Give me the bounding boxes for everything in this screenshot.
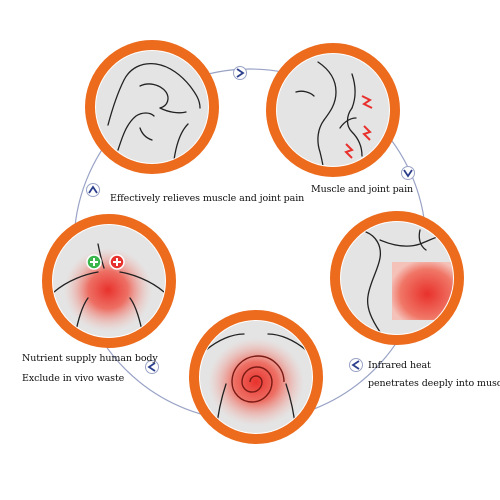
heat-spiral-icon bbox=[189, 310, 323, 444]
nutrient-shoulders-icon bbox=[42, 214, 176, 348]
stretching-upper-body-icon bbox=[85, 40, 219, 174]
caption-pain: Muscle and joint pain bbox=[311, 184, 414, 195]
lower-back-pain-icon bbox=[266, 43, 400, 177]
caption-infrared-1: Infrared heat bbox=[368, 360, 431, 371]
green-plus-icon bbox=[86, 254, 102, 270]
caption-relief: Effectively relieves muscle and joint pa… bbox=[110, 193, 305, 204]
bottom-left-arrow-icon bbox=[145, 360, 159, 374]
back-heat-patch-icon bbox=[330, 211, 464, 345]
left-arrow-icon bbox=[86, 183, 100, 197]
caption-nutrient-2: Exclude in vivo waste bbox=[22, 373, 125, 384]
top-arrow-icon bbox=[233, 66, 247, 80]
bottom-right-arrow-icon bbox=[349, 358, 363, 372]
caption-infrared-2: penetrates deeply into muscle bbox=[368, 378, 500, 389]
right-arrow-icon bbox=[401, 166, 415, 180]
red-plus-icon bbox=[109, 254, 125, 270]
caption-nutrient-1: Nutrient supply human body bbox=[22, 353, 158, 364]
